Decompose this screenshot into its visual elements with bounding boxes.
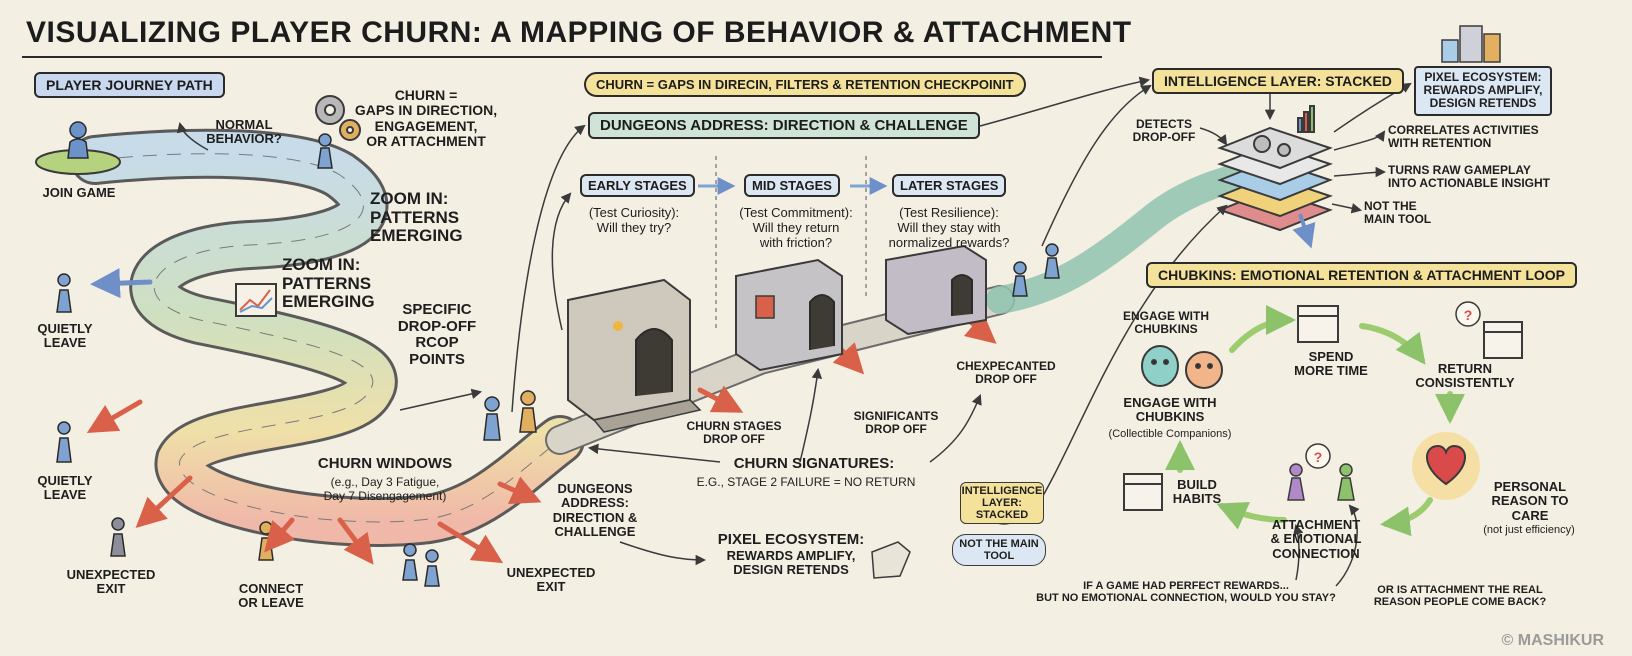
join-game-label: JOIN GAME — [42, 185, 116, 200]
dungeons-banner: DUNGEONS ADDRESS: DIRECTION & CHALLENGE — [588, 112, 980, 139]
player-figure — [402, 543, 440, 587]
heart-icon — [1412, 432, 1480, 500]
question-bubble-icon: ? ? — [1305, 301, 1481, 469]
intelligence-stack-icon — [1217, 105, 1333, 232]
question-perfect-rewards: IF A GAME HAD PERFECT REWARDS...BUT NO E… — [1036, 580, 1336, 605]
journey-label: PLAYER JOURNEY PATH — [34, 72, 225, 98]
signature-watermark: © MASHIKUR — [1501, 632, 1604, 649]
churn-signatures-sub: e.g., STAGE 2 FAILURE = NO RETURN — [696, 475, 916, 489]
building-icon — [1441, 25, 1501, 63]
churn-windows-sub: (e.g., Day 3 Fatigue,Day 7 Disengagement… — [323, 475, 447, 503]
title-underline — [22, 56, 1102, 58]
svg-text:?: ? — [1314, 449, 1323, 465]
player-figure — [317, 133, 333, 169]
dungeon-room-later — [885, 244, 987, 336]
churn-banner: CHURN = GAPS IN DIRECIN, FILTERS & RETEN… — [584, 72, 1026, 97]
gear-icon — [315, 95, 361, 141]
chubkin-icon — [1141, 345, 1223, 389]
player-figure — [1012, 243, 1060, 297]
join-platform — [35, 121, 121, 175]
engage-chubkins-sub: (Collectible Companions) — [1108, 428, 1232, 440]
stage-mid-label: MID STAGES — [744, 174, 840, 197]
connector-arrows — [176, 76, 1412, 587]
chart-board-icon — [235, 283, 277, 317]
stage-early-label: EARLY STAGES — [580, 174, 695, 197]
intelligence-banner: INTELLIGENCE LAYER: STACKED — [1152, 68, 1404, 94]
pixel-ecosystem-lower: PIXEL ECOSYSTEM: REWARDS AMPLIFY,DESIGN … — [717, 531, 865, 577]
pixel-ecosystem-box: PIXEL ECOSYSTEM:REWARDS AMPLIFY,DESIGN R… — [1414, 66, 1552, 116]
loop-arrows — [1165, 305, 1465, 537]
player-figure — [56, 273, 72, 313]
map-icon — [871, 541, 911, 579]
player-figure — [110, 517, 126, 557]
churn-definition: CHURN =GAPS IN DIRECTION, ENGAGEMENT,OR … — [354, 87, 498, 150]
chubkins-banner: CHUBKINS: EMOTIONAL RETENTION & ATTACHME… — [1146, 262, 1578, 288]
player-figure — [519, 390, 537, 433]
player-figure — [483, 396, 501, 441]
page-title: VISUALIZING PLAYER CHURN: A MAPPING OF B… — [26, 16, 1132, 49]
churn-signatures-label: CHURN SIGNATURES: — [733, 455, 895, 472]
figures-group — [56, 133, 1060, 587]
player-figure — [56, 421, 72, 463]
personal-reason-sub: (not just efficiency) — [1483, 524, 1575, 536]
churn-windows-label: CHURN WINDOWS — [317, 455, 453, 472]
dungeon-room-early — [567, 278, 702, 433]
handshake-icon — [1287, 463, 1355, 501]
calendar-icon — [1123, 305, 1523, 511]
dungeon-room-mid — [735, 258, 843, 372]
svg-text:?: ? — [1464, 307, 1473, 323]
stage-later-label: LATER STAGES — [892, 174, 1007, 197]
stage-early-desc: (Test Curiosity):Will they try? — [588, 205, 680, 235]
